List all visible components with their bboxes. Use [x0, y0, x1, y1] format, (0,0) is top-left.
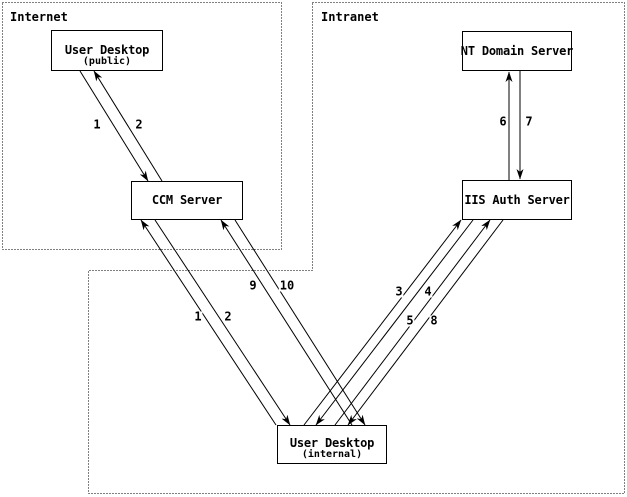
step-label-5-internal-iis: 5	[405, 313, 415, 328]
arrow-step2-ccm-to-internal	[154, 219, 291, 426]
step-label-2-ccm-internal: 2	[223, 309, 233, 324]
node-title: IIS Auth Server	[464, 192, 570, 207]
step-label-9-internal-ccm: 9	[248, 278, 258, 293]
zone-intranet-label: Intranet	[321, 10, 379, 24]
step-label-8-iis-internal: 8	[429, 313, 439, 328]
step-label-2-ccm-public: 2	[134, 117, 144, 132]
step-label-1-public-ccm: 1	[92, 117, 102, 132]
arrow-step1-internal-to-ccm	[140, 219, 277, 426]
node-ccm-server: CCM Server	[131, 181, 243, 220]
step-label-4-iis-internal: 4	[423, 284, 433, 299]
step-label-1-internal-ccm: 1	[193, 309, 203, 324]
zone-intranet-border	[88, 2, 625, 494]
arrow-step10-ccm-to-internal	[234, 219, 366, 426]
node-user-desktop-internal: User Desktop (internal)	[277, 425, 387, 464]
arrow-step3-internal-to-iis	[303, 219, 462, 426]
arrow-step4-iis-to-internal	[315, 219, 474, 426]
step-label-10-ccm-internal: 10	[278, 278, 296, 293]
zone-internet-border	[2, 2, 282, 250]
node-title: User Desktop	[64, 43, 150, 57]
step-label-7-nt-iis: 7	[524, 114, 534, 129]
node-subtitle: (internal)	[301, 449, 363, 460]
node-subtitle: (public)	[82, 56, 132, 67]
arrow-step9-internal-to-ccm	[220, 219, 353, 426]
node-user-desktop-public: User Desktop (public)	[51, 30, 163, 71]
arrow-step1-public-to-ccm	[79, 70, 149, 182]
node-iis-auth-server: IIS Auth Server	[462, 180, 572, 220]
arrow-step2-ccm-to-public	[93, 70, 163, 182]
step-label-6-iis-nt: 6	[498, 114, 508, 129]
node-title: NT Domain Server	[460, 43, 574, 58]
arrow-step8-iis-to-internal	[347, 219, 504, 426]
node-title: User Desktop	[289, 436, 375, 450]
node-title: CCM Server	[151, 193, 223, 207]
zone-internet-label: Internet	[10, 10, 68, 24]
step-label-3-internal-iis: 3	[394, 284, 404, 299]
node-nt-domain-server: NT Domain Server	[460, 31, 574, 71]
